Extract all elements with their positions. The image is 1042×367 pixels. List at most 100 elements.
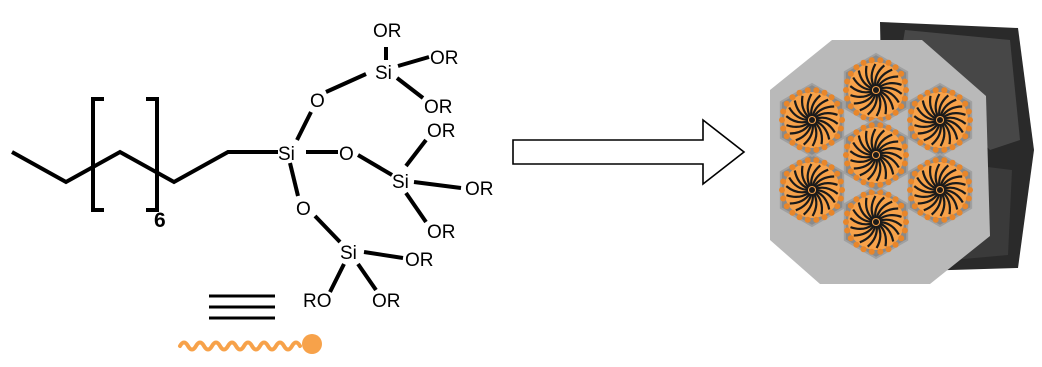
surfactant-tail [786,191,810,199]
surfactant-tail [875,93,882,117]
head-group [901,210,908,217]
head-group [860,114,867,121]
surfactant-tail [785,185,809,194]
head-group [924,214,931,221]
or-top-3: OR [424,97,453,118]
surfactant-tail [877,207,899,220]
head-group [908,178,915,185]
surfactant-tail [850,156,874,164]
head-group [898,135,905,142]
surfactant-tail [878,223,888,247]
surfactant-tail [934,163,941,187]
head-group [917,94,924,101]
surfactant-tail [852,208,873,224]
micelle-core [809,117,815,123]
head-group [834,203,841,210]
micelle-core [873,87,879,93]
ro-bot: RO [303,291,332,312]
head-group [941,146,948,153]
triple-bar-icon [209,294,275,320]
surfactant-tail [866,93,878,116]
head-group [780,108,787,115]
surfactant-tail [800,95,810,119]
head-group [962,100,969,107]
head-group [844,227,851,234]
head-group [956,94,963,101]
surfactant-tail [806,93,813,117]
head-group [847,70,854,77]
micelle-core [873,219,879,225]
head-group [804,157,811,164]
surfactant-tail [811,193,818,217]
hexagonal-mesostructure-illustration [770,22,1034,284]
surfactant-tail [811,98,829,117]
surfactant-tail [943,186,967,195]
surfactant-tail [921,170,937,190]
head-group [837,195,844,202]
surfactant-tail [878,213,902,221]
surfactant-tail [785,115,809,124]
surfactant-tail [815,188,836,204]
surfactant-tail [914,191,938,199]
surfactant-tail [878,156,888,180]
surfactant-tail [916,176,937,192]
head-group [924,144,931,151]
surfactant-tail [879,153,900,169]
o-top: O [310,91,325,112]
head-group [821,159,828,166]
head-group [941,87,948,94]
surfactant-tail [942,111,966,119]
or-bot-2: OR [372,291,401,312]
surfactant-tail [917,192,939,205]
head-group [844,143,851,150]
head-group [853,174,860,181]
surfactant-tail [788,176,809,192]
head-group [789,139,796,146]
head-group [828,94,835,101]
head-group [965,195,972,202]
head-group [898,202,905,209]
head-group [844,78,851,85]
surfactant-tail [878,91,888,115]
head-group [908,108,915,115]
surfactant-tail [875,68,893,87]
head-group [796,144,803,151]
head-group [901,78,908,85]
surfactant-tail [870,128,877,152]
surfactant-tail [878,146,902,154]
head-group [844,160,851,167]
surfactant-tail [879,220,900,236]
head-group [956,164,963,171]
head-group [917,209,924,216]
surfactant-tail [943,190,959,210]
surfactant-tail [857,202,873,222]
surfactant-tail [943,188,964,204]
surfactant-tail [875,133,893,152]
head-group [949,144,956,151]
surfactant-tail [870,63,877,87]
head-group [804,87,811,94]
bracket-right [146,97,159,212]
head-group [911,133,918,140]
head-group [847,168,854,175]
surfactant-tail [917,122,939,135]
o-mid: O [339,144,354,165]
surfactant-tail [942,121,952,145]
head-group [892,64,899,71]
head-group [834,170,841,177]
surfactant-tail [879,90,895,110]
head-group [783,133,790,140]
head-group [860,124,867,131]
head-group [877,248,884,255]
or-top-1: OR [373,21,402,42]
head-group [932,157,939,164]
head-group [779,187,785,193]
head-group [868,57,875,64]
head-group [834,133,841,140]
head-group [898,168,905,175]
head-group [917,164,924,171]
surfactant-tail [875,158,882,182]
surfactant-tail [877,75,899,88]
surfactant-tail [879,155,895,175]
surfactant-tail [877,140,899,153]
